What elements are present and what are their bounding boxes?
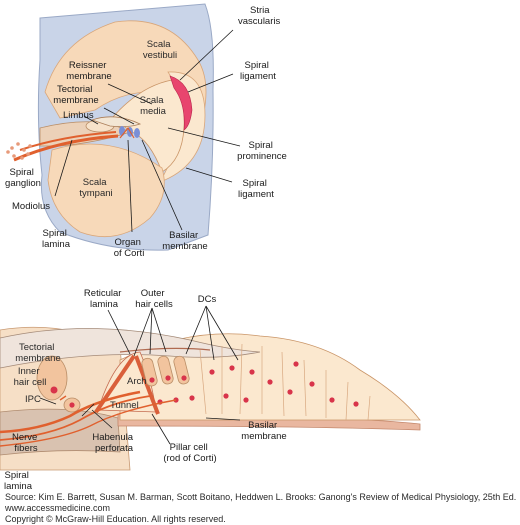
label-pillar-cell: Pillar cell (rod of Corti) xyxy=(163,442,216,464)
organ-of-corti-detail: Reticular lamina Outer hair cells DCs Te… xyxy=(0,288,421,492)
tectorial-membrane-shape xyxy=(90,116,142,128)
label-limbus: Limbus xyxy=(63,110,94,121)
detail-reticular-lamina-surface xyxy=(119,347,211,353)
label-detail-basilar-membrane: Basilar membrane xyxy=(241,420,286,442)
scala-vestibuli-region xyxy=(44,20,207,119)
footer-website: www.accessmedicine.com xyxy=(5,503,111,513)
cochlea-leader-lines xyxy=(54,29,241,233)
detail-labels: Reticular lamina Outer hair cells DCs Te… xyxy=(4,288,287,492)
label-detail-tectorial-membrane: Tectorial membrane xyxy=(15,342,60,364)
label-scala-media: Scala media xyxy=(140,95,167,117)
spiral-ganglion-cells xyxy=(6,142,32,160)
detail-cell-outlines xyxy=(199,343,371,421)
label-spiral-ligament-bottom: Spiral ligament xyxy=(238,178,274,200)
label-spiral-ligament-top: Spiral ligament xyxy=(240,60,276,82)
label-tectorial-membrane: Tectorial membrane xyxy=(53,84,98,106)
detail-tectorial-membrane xyxy=(0,328,261,369)
label-scala-vestibuli: Scala vestibuli xyxy=(143,39,177,61)
label-scala-tympani: Scala tympani xyxy=(79,177,112,199)
footer-copyright: Copyright © McGraw-Hill Education. All r… xyxy=(5,514,226,524)
label-stria-vascularis: Stria vascularis xyxy=(238,5,280,27)
scala-tympani-region xyxy=(47,143,165,238)
label-spiral-prominence: Spiral prominence xyxy=(237,140,287,162)
label-reissner-membrane: Reissner membrane xyxy=(66,60,111,82)
detail-inner-hair-cell-nucleus xyxy=(50,386,58,394)
label-ipc: IPC xyxy=(25,394,41,405)
label-organ-of-corti: Organ of Corti xyxy=(114,237,145,259)
label-inner-hair-cell: Inner hair cell xyxy=(14,366,47,388)
footer-source: Source: Kim E. Barrett, Susan M. Barman,… xyxy=(5,492,517,502)
label-modiolus: Modiolus xyxy=(12,201,50,212)
organ-of-corti-cells xyxy=(119,126,140,139)
label-dcs: DCs xyxy=(198,294,217,305)
detail-inner-hair-cell xyxy=(36,355,68,401)
stria-vascularis-region xyxy=(169,75,193,131)
label-nerve-fibers: Nerve fibers xyxy=(12,432,40,454)
label-spiral-lamina-top: Spiral lamina xyxy=(42,228,71,250)
detail-leader-lines xyxy=(39,305,241,445)
label-arch: Arch xyxy=(127,376,147,387)
detail-deiters-cells xyxy=(157,361,359,407)
detail-ipc-nucleus xyxy=(69,402,75,408)
detail-outer-hair-cells xyxy=(141,355,190,387)
cochlear-nerve-fibers xyxy=(13,134,119,162)
detail-nerve-fibers xyxy=(0,390,177,447)
label-tunnel: Tunnel xyxy=(110,400,139,411)
label-outer-hair-cells: Outer hair cells xyxy=(135,288,173,310)
label-detail-spiral-lamina: Spiral lamina xyxy=(4,470,33,492)
label-habenula-perforata: Habenula perforata xyxy=(92,432,135,454)
cochlea-cross-section: Scala vestibuli Stria vascularis Reissne… xyxy=(5,3,287,259)
cochlea-labels: Scala vestibuli Stria vascularis Reissne… xyxy=(5,5,287,259)
label-basilar-membrane-top: Basilar membrane xyxy=(162,230,207,252)
label-reticular-lamina: Reticular lamina xyxy=(84,288,124,310)
label-spiral-ganglion: Spiral ganglion xyxy=(5,167,41,189)
cochlear-nerve-fibers-2 xyxy=(19,131,117,151)
detail-spiral-lamina xyxy=(0,408,121,456)
